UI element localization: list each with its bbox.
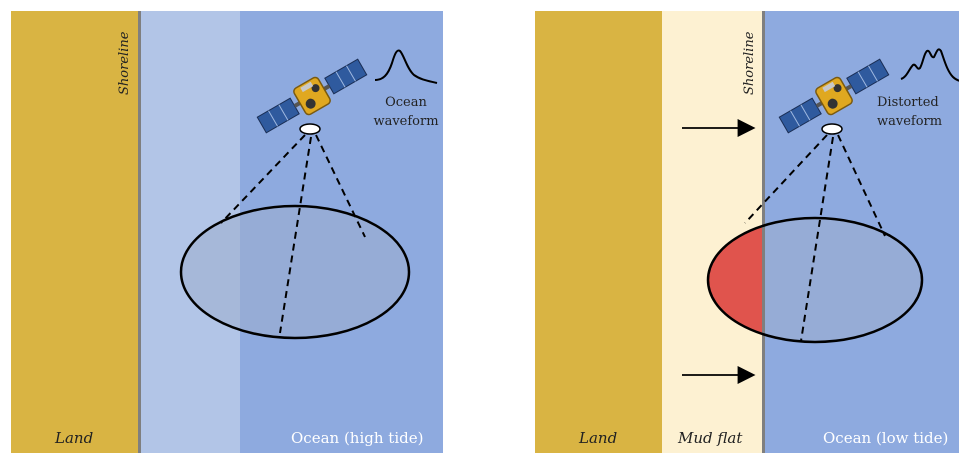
- shoreline: [138, 11, 141, 453]
- beam-line-left: [744, 134, 828, 224]
- radar-footprint: [706, 216, 924, 344]
- mudflat-label: Mud flat: [678, 429, 743, 447]
- waveform-caption: Ocean waveform: [371, 93, 441, 131]
- beam-line-center: [800, 136, 834, 342]
- multi-peak-waveform-icon: [900, 48, 959, 82]
- radar-footprint: [179, 204, 411, 340]
- waveform-caption-line1: Ocean: [385, 95, 427, 110]
- waveform-caption-line2: waveform: [877, 114, 943, 129]
- waveform-caption-line2: waveform: [373, 114, 439, 129]
- left-panel-graphic: [11, 11, 443, 453]
- land-region: [11, 11, 140, 453]
- satellite-icon: [778, 58, 890, 134]
- right-panel-graphic: [535, 11, 959, 453]
- shoreline: [762, 11, 765, 453]
- single-peak-waveform-icon: [374, 49, 438, 84]
- beam-line-left: [220, 134, 306, 224]
- ocean-footprint: [764, 218, 922, 342]
- waveform-caption: Distorted waveform: [877, 93, 957, 131]
- waveform-caption-line1: Distorted: [877, 95, 939, 110]
- land-region: [535, 11, 662, 453]
- land-label: Land: [55, 429, 94, 447]
- satellite-icon: [256, 58, 368, 134]
- land-label: Land: [579, 429, 618, 447]
- beam-line-right: [837, 134, 886, 237]
- contaminated-footprint: [708, 225, 764, 335]
- left-panel: Land Ocean (high tide) Shoreline Ocean w…: [11, 11, 443, 453]
- antenna-icon: [821, 123, 843, 135]
- shoreline-label: Shoreline: [742, 31, 757, 95]
- beam-line-center: [279, 136, 312, 334]
- beam-line-right: [315, 134, 366, 238]
- right-panel: Land Mud flat Ocean (low tide) Shoreline…: [535, 11, 959, 453]
- ocean-label: Ocean (low tide): [823, 429, 949, 447]
- shoreline-label: Shoreline: [117, 31, 132, 95]
- ocean-label: Ocean (high tide): [291, 429, 424, 447]
- antenna-icon: [299, 123, 321, 135]
